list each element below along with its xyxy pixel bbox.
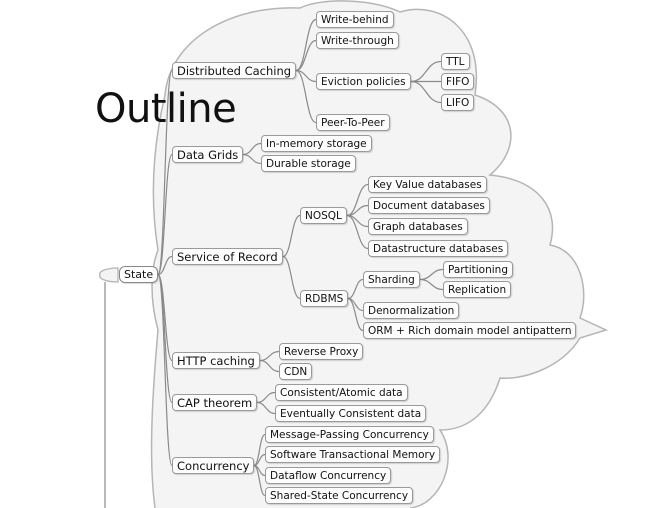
node-ttl[interactable]: TTL	[441, 53, 470, 70]
node-graph-databases[interactable]: Graph databases	[368, 218, 468, 235]
node-distributed-caching[interactable]: Distributed Caching	[172, 62, 297, 79]
node-http-caching[interactable]: HTTP caching	[172, 352, 260, 369]
connector-line	[410, 80, 442, 104]
node-key-value-databases[interactable]: Key Value databases	[368, 176, 487, 193]
node-software-transactional-memory[interactable]: Software Transactional Memory	[265, 446, 441, 463]
node-durable-storage[interactable]: Durable storage	[261, 155, 356, 172]
connector-line	[157, 255, 173, 276]
node-data-grids[interactable]: Data Grids	[172, 146, 244, 163]
node-rdbms[interactable]: RDBMS	[300, 290, 349, 307]
node-nosql[interactable]: NOSQL	[300, 207, 347, 224]
node-fifo[interactable]: FIFO	[441, 73, 475, 90]
connector-line	[282, 255, 301, 300]
node-shared-state-concurrency[interactable]: Shared-State Concurrency	[265, 487, 414, 504]
connector-line	[259, 359, 280, 373]
node-partitioning[interactable]: Partitioning	[443, 261, 513, 278]
node-sharding[interactable]: Sharding	[363, 271, 420, 288]
node-lifo[interactable]: LIFO	[441, 94, 475, 111]
node-eventually-consistent-data[interactable]: Eventually Consistent data	[275, 405, 427, 422]
connector-line	[157, 153, 173, 276]
node-denormalization[interactable]: Denormalization	[363, 302, 460, 319]
node-state[interactable]: State	[119, 266, 159, 283]
node-write-through[interactable]: Write-through	[316, 32, 399, 49]
connector-line	[346, 183, 369, 217]
connectors	[157, 18, 444, 497]
page-title: Outline	[95, 86, 237, 132]
connector-line	[295, 18, 317, 72]
node-datastructure-databases[interactable]: Datastructure databases	[368, 240, 509, 257]
node-reverse-proxy[interactable]: Reverse Proxy	[279, 343, 364, 360]
node-cap-theorem[interactable]: CAP theorem	[172, 394, 258, 411]
connector-line	[295, 39, 317, 72]
connector-line	[157, 273, 173, 467]
node-message-passing-concurrency[interactable]: Message-Passing Concurrency	[265, 426, 434, 443]
node-document-databases[interactable]: Document databases	[368, 197, 490, 214]
connector-line	[347, 297, 364, 332]
node-dataflow-concurrency[interactable]: Dataflow Concurrency	[265, 467, 392, 484]
node-cdn[interactable]: CDN	[279, 363, 313, 380]
node-consistent-atomic-data[interactable]: Consistent/Atomic data	[275, 384, 408, 401]
node-service-of-record[interactable]: Service of Record	[172, 248, 283, 265]
connector-line	[282, 214, 301, 258]
connector-line	[295, 69, 317, 124]
connector-line	[347, 278, 364, 300]
node-eviction-policies[interactable]: Eviction policies	[316, 73, 411, 90]
connector-line	[419, 278, 444, 291]
node-write-behind[interactable]: Write-behind	[316, 11, 394, 28]
connector-line	[346, 214, 369, 250]
node-replication[interactable]: Replication	[443, 281, 512, 298]
node-concurrency[interactable]: Concurrency	[172, 457, 255, 474]
connector-line	[256, 401, 276, 415]
node-peer-to-peer[interactable]: Peer-To-Peer	[316, 114, 390, 131]
root-tail	[99, 267, 119, 283]
node-orm-rich-domain-model-antipattern[interactable]: ORM + Rich domain model antipattern	[363, 322, 577, 339]
node-in-memory-storage[interactable]: In-memory storage	[261, 135, 372, 152]
connector-line	[253, 464, 266, 497]
connector-line	[242, 153, 262, 165]
